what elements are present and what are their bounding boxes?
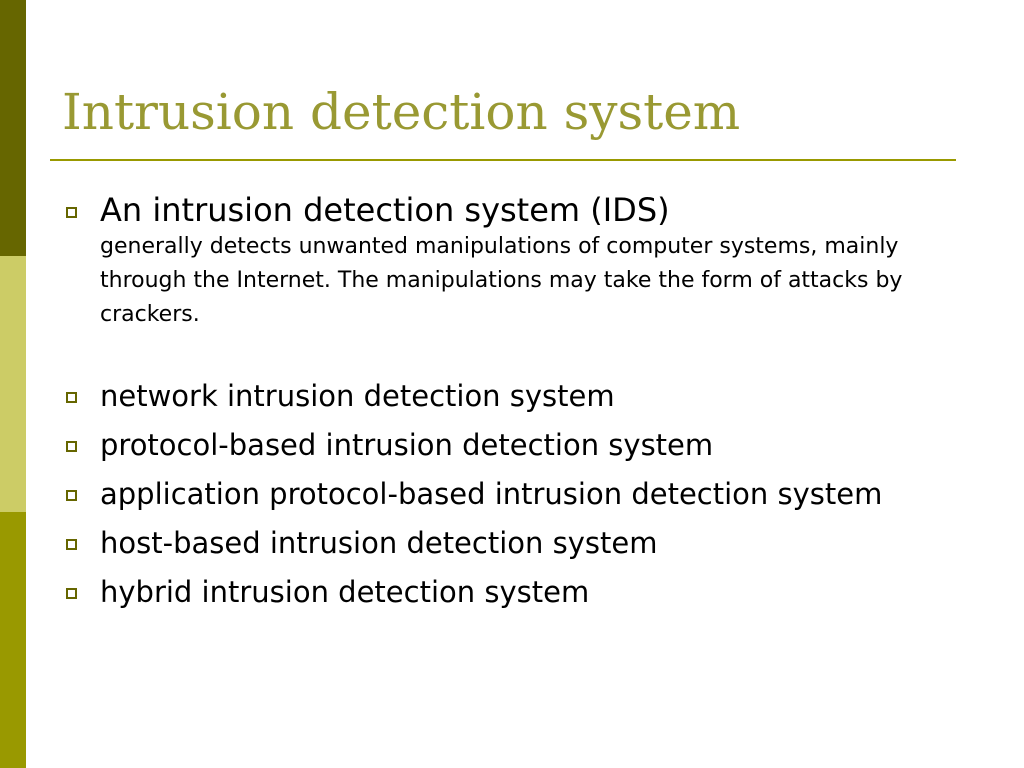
bullet-text: network intrusion detection system (100, 379, 615, 413)
side-accent-bar-top (0, 0, 26, 256)
bullet-detail-text: generally detects unwanted manipulations… (100, 234, 903, 327)
hollow-square-bullet-icon (66, 392, 77, 403)
hollow-square-bullet-icon (66, 539, 77, 550)
bullet-heading: An intrusion detection system (IDS) (100, 191, 670, 229)
bullet-item-hybrid-ids: hybrid intrusion detection system (62, 572, 932, 612)
slide-title: Intrusion detection system (62, 83, 741, 141)
bullet-text: hybrid intrusion detection system (100, 575, 590, 609)
bullet-text: protocol-based intrusion detection syste… (100, 428, 714, 462)
bullet-text: host-based intrusion detection system (100, 526, 658, 560)
hollow-square-bullet-icon (66, 207, 77, 218)
bullet-item-application-protocol-ids: application protocol-based intrusion det… (62, 474, 932, 514)
hollow-square-bullet-icon (66, 490, 77, 501)
hollow-square-bullet-icon (66, 588, 77, 599)
bullet-item-ids-definition: An intrusion detection system (IDS) gene… (62, 190, 932, 332)
side-accent-bar-bottom (0, 512, 26, 768)
bullet-item-protocol-ids: protocol-based intrusion detection syste… (62, 425, 932, 465)
hollow-square-bullet-icon (66, 441, 77, 452)
bullet-item-host-ids: host-based intrusion detection system (62, 523, 932, 563)
title-underline-rule (50, 159, 956, 161)
side-accent-bar (0, 0, 26, 768)
bullet-list: An intrusion detection system (IDS) gene… (62, 190, 932, 621)
side-accent-bar-middle (0, 256, 26, 512)
bullet-item-network-ids: network intrusion detection system (62, 376, 932, 416)
bullet-text: application protocol-based intrusion det… (100, 477, 883, 511)
